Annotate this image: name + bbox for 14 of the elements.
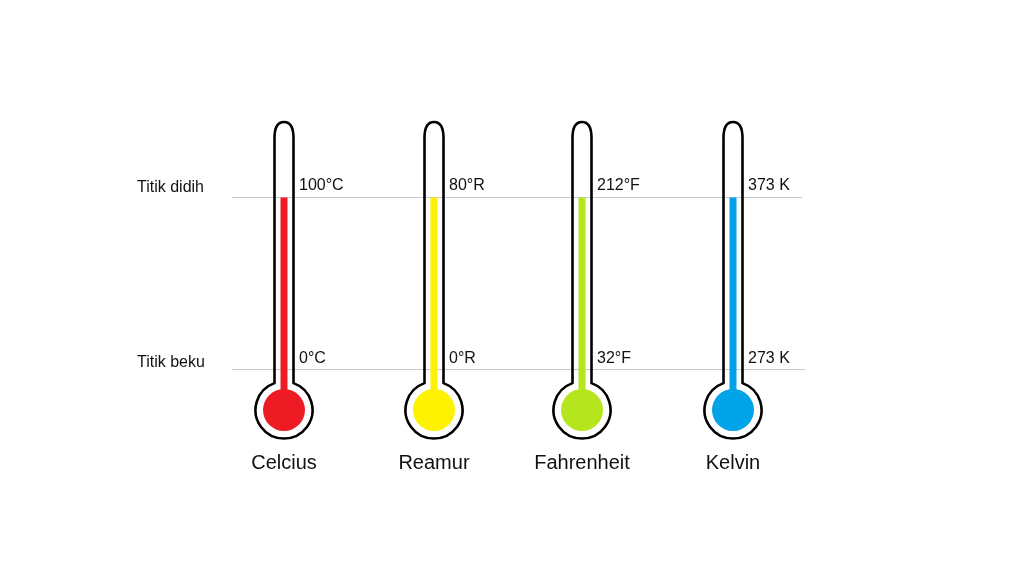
temperature-value: 100°C bbox=[299, 176, 344, 194]
temperature-value: 80°R bbox=[449, 176, 485, 194]
scale-name: Fahrenheit bbox=[534, 450, 630, 474]
temperature-value: 32°F bbox=[597, 349, 631, 367]
reference-point-label: Titik didih bbox=[137, 178, 204, 196]
temperature-value: 273 K bbox=[748, 349, 790, 367]
temperature-value: 0°C bbox=[299, 349, 326, 367]
scale-name: Celcius bbox=[251, 450, 317, 474]
temperature-value: 0°R bbox=[449, 349, 476, 367]
temperature-value: 212°F bbox=[597, 176, 640, 194]
reference-point-label: Titik beku bbox=[137, 353, 205, 371]
temperature-value: 373 K bbox=[748, 176, 790, 194]
scale-name: Kelvin bbox=[705, 450, 761, 474]
scale-name: Reamur bbox=[398, 450, 470, 474]
